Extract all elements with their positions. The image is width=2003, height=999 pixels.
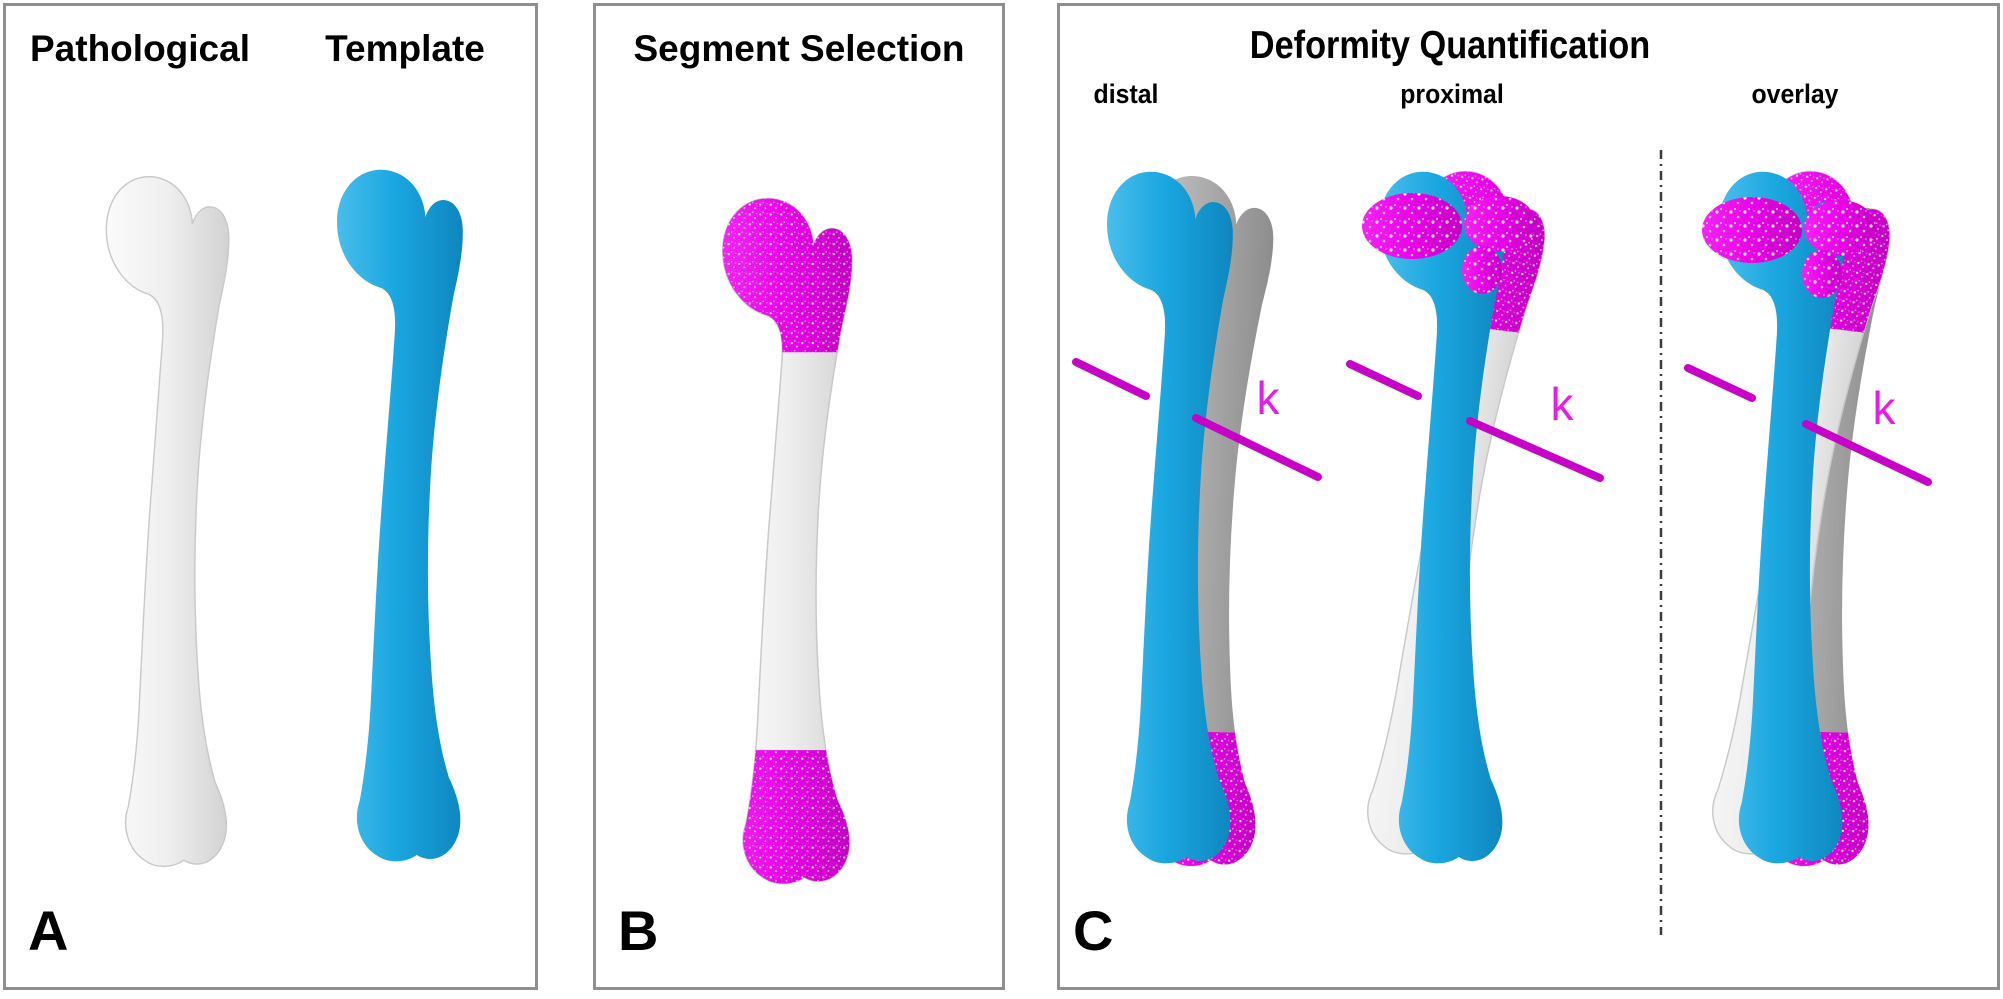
- segment-selection-title: Segment Selection: [633, 28, 965, 69]
- overlay-view-segment-patches: [1702, 197, 1876, 298]
- axis-label-k: k: [1872, 382, 1896, 434]
- panel-letter-b: B: [618, 899, 659, 962]
- axis-label-k: k: [1550, 378, 1574, 430]
- view-label-proximal: proximal: [1400, 79, 1504, 109]
- deformity-quantification-title: Deformity Quantification: [1249, 24, 1651, 67]
- view-label-overlay: overlay: [1751, 79, 1839, 109]
- template-bone-model: [337, 169, 463, 862]
- panel-letter-c: C: [1073, 899, 1114, 962]
- segmented-bone-model: [721, 197, 853, 885]
- panel-a: Pathological Template A: [3, 3, 538, 990]
- distal-view-template-bone: [1107, 171, 1233, 864]
- panel-letter-a: A: [28, 899, 69, 962]
- proximal-view-segment-patches: [1362, 193, 1536, 294]
- view-label-distal: distal: [1093, 79, 1159, 109]
- panel-c: Deformity Quantification distal proximal…: [1057, 3, 2000, 990]
- pathological-bone-model: [105, 175, 230, 868]
- pathological-label: Pathological: [30, 28, 250, 69]
- axis-label-k: k: [1256, 372, 1280, 424]
- panel-b: Segment Selection B: [593, 3, 1005, 990]
- template-label: Template: [325, 28, 485, 69]
